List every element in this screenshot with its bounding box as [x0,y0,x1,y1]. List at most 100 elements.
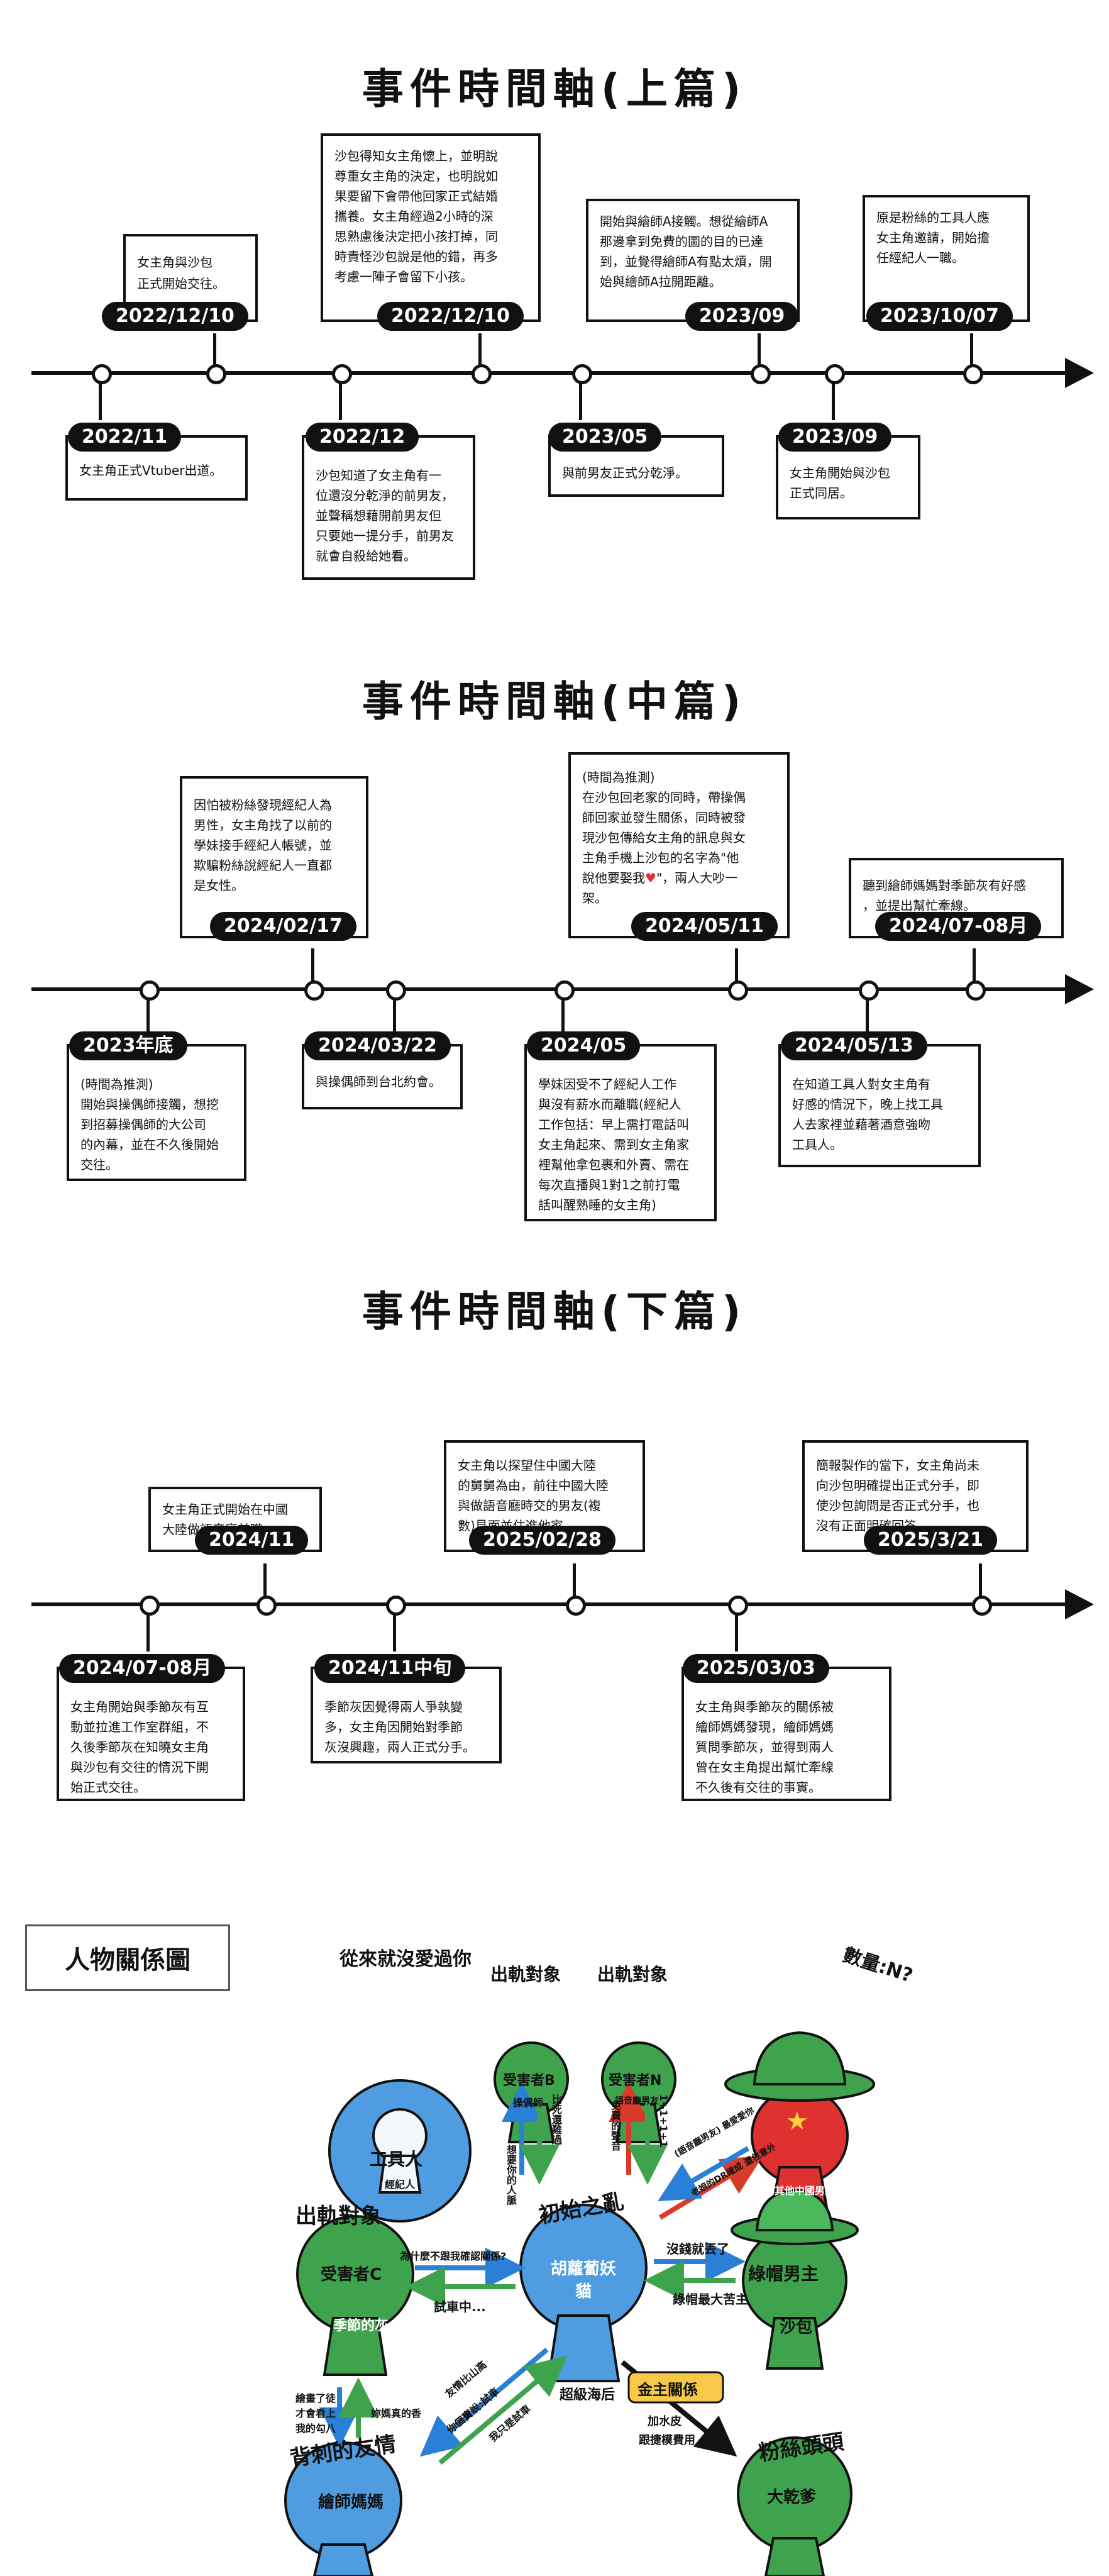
edge-label: 我的勾八 [295,2423,336,2434]
victim-n-caption: 出軌對象 [597,1964,668,1985]
stem [970,333,973,366]
relations-title: 人物關係圖 [25,1924,230,1991]
stem [735,1614,738,1652]
timeline-node [728,1596,748,1616]
edge-label: 加水皮 [648,2415,681,2428]
timeline-node [859,980,879,1001]
gold-badge-label: 金主關係 [637,2381,698,2399]
timeline-node [140,980,160,1001]
stem [339,382,342,420]
stem [146,999,150,1036]
victim-c-name: 受害者C [321,2265,382,2284]
event-text-part: "，兩人大吵一 架。 [582,870,738,906]
event-date: 2023/09 [685,302,799,331]
event-date: 2023/10/07 [866,302,1013,331]
edge-label: 才會看上 [295,2407,336,2419]
event-date: 2023/05 [548,423,662,452]
timeline-node [92,364,112,384]
arrow-head-icon [1065,358,1094,388]
event-text: 因怕被粉絲發現經紀人為 男性，女主角找了以前的 學妹接手經紀人帳號，並 欺騙粉絲… [180,776,368,938]
event-date: 2024/05 [527,1031,641,1060]
victim-b-sub: 操偶師 [513,2097,544,2109]
green-hat-name: 沙包 [780,2318,813,2337]
event-date: 2023年底 [69,1031,187,1060]
event-text: 沙包知道了女主角有一 位還沒分乾淨的前男友， 並聲稱想藉開前男友但 只要她一提分… [302,435,475,580]
event-text: 女主角與季節灰的關係被 繪師媽媽發現，繪師媽媽 質問季節灰，並得到兩人 曾在女主… [681,1667,891,1801]
stem [735,948,738,982]
event-date: 2022/12 [306,423,419,452]
stem [311,948,314,982]
victim-c-name2: 季節的灰 [333,2318,389,2334]
timeline-axis-top [31,371,1075,375]
timeline-node [386,1596,406,1616]
stem [979,1563,982,1597]
victim-b-caption: 出軌對象 [490,1964,561,1985]
edge-label: 妳媽真的香 [371,2407,422,2419]
event-text: 女主角開始與季節灰有互 動並拉進工作室群組，不 久後季節灰在知曉女主角 與沙包有… [57,1667,245,1801]
edge-label: 超級海后 [560,2387,615,2403]
event-date: 2022/12/10 [102,302,248,331]
arrow-head-icon [1065,974,1094,1004]
event-text: 學妹因受不了經紀人工作 與沒有薪水而離職(經紀人 工作包括：早上需打電話叫 女主… [524,1044,717,1221]
event-date: 2024/02/17 [210,912,356,941]
event-text: (時間為推測) 開始與操偶師接觸，想挖 到招募操偶師的大公司 的內幕，並在不久後… [67,1044,246,1181]
event-date: 2024/05/11 [631,912,778,941]
timeline-node [572,364,592,384]
timeline-node [728,980,748,1001]
edge-label: 試車中... [434,2299,486,2314]
svg-text:★: ★ [786,2107,808,2136]
timeline-node [206,364,226,384]
arrow-head-icon [1065,1589,1094,1619]
event-text: 沙包得知女主角懷上，並明說 尊重女主角的決定，也明說如 果要留下會帶他回家正式結… [321,133,541,322]
timeline-node [566,1596,586,1616]
stem [973,948,976,982]
timeline-node [825,364,845,384]
stem [579,382,582,420]
edge-label: 跟捷模費用 [639,2434,695,2447]
edge-label: 想要你的人脈 [505,2145,517,2205]
stem [832,382,835,420]
victim-n-name: 受害者N [609,2073,662,2089]
event-date: 2024/07-08月 [59,1654,226,1683]
event-date: 2022/11 [68,423,182,452]
timeline-title-mid: 事件時間軸(中篇) [361,677,748,726]
timeline-node [304,980,324,1001]
mom-figure [284,2441,402,2576]
event-date: 2023/09 [778,423,892,452]
stem [213,333,216,366]
timeline-node [554,980,575,1001]
timeline-node [966,980,986,1001]
timeline-title-top: 事件時間軸(上篇) [361,65,748,113]
event-text: 開始與繪師A接觸。想從繪師A 那邊拿到免費的圖的目的已達 到，並覺得繪師A有點太… [586,199,800,322]
timeline-node [140,1596,160,1616]
tool-man-sub: 經紀人 [385,2179,416,2190]
fan-name: 大乾爹 [767,2488,817,2507]
timeline-node [472,364,492,384]
timeline-node [386,980,406,1001]
timeline-title-bot: 事件時間軸(下篇) [361,1287,748,1336]
stem [263,1563,267,1597]
edge-label: 綠帽最大苦主 [673,2292,748,2307]
green-hat-caption: 綠帽男主 [748,2263,819,2284]
event-date: 2025/3/21 [864,1526,998,1555]
edge-label: 免費的聲音 [609,2101,621,2151]
china-caption: 數量:N? [840,1943,916,1987]
victim-b-name: 受害者B [503,2073,555,2089]
edge-label: 為什麼不跟我確認關係? [400,2250,507,2262]
timeline-node [332,364,352,384]
stem [478,333,482,366]
edge-label: 1+1+1+1 [658,2094,670,2148]
event-date: 2022/12/10 [377,302,524,331]
tool-man-name: 工具人 [370,2149,423,2170]
heroine-name: 胡蘿蔔妖貓 [551,2260,617,2301]
heart-icon: ♥ [645,870,656,886]
timeline-node [972,1596,992,1616]
event-date: 2025/02/28 [469,1526,615,1555]
fan-figure [737,2436,852,2576]
timeline-axis-mid [31,987,1075,991]
gold-badge [627,2371,724,2404]
relations-diagram: ★ [284,2031,875,2576]
green-hat-figure [731,2188,859,2370]
victim-c-caption: 出軌對象 [295,2204,381,2229]
event-date: 2025/03/03 [683,1654,829,1683]
